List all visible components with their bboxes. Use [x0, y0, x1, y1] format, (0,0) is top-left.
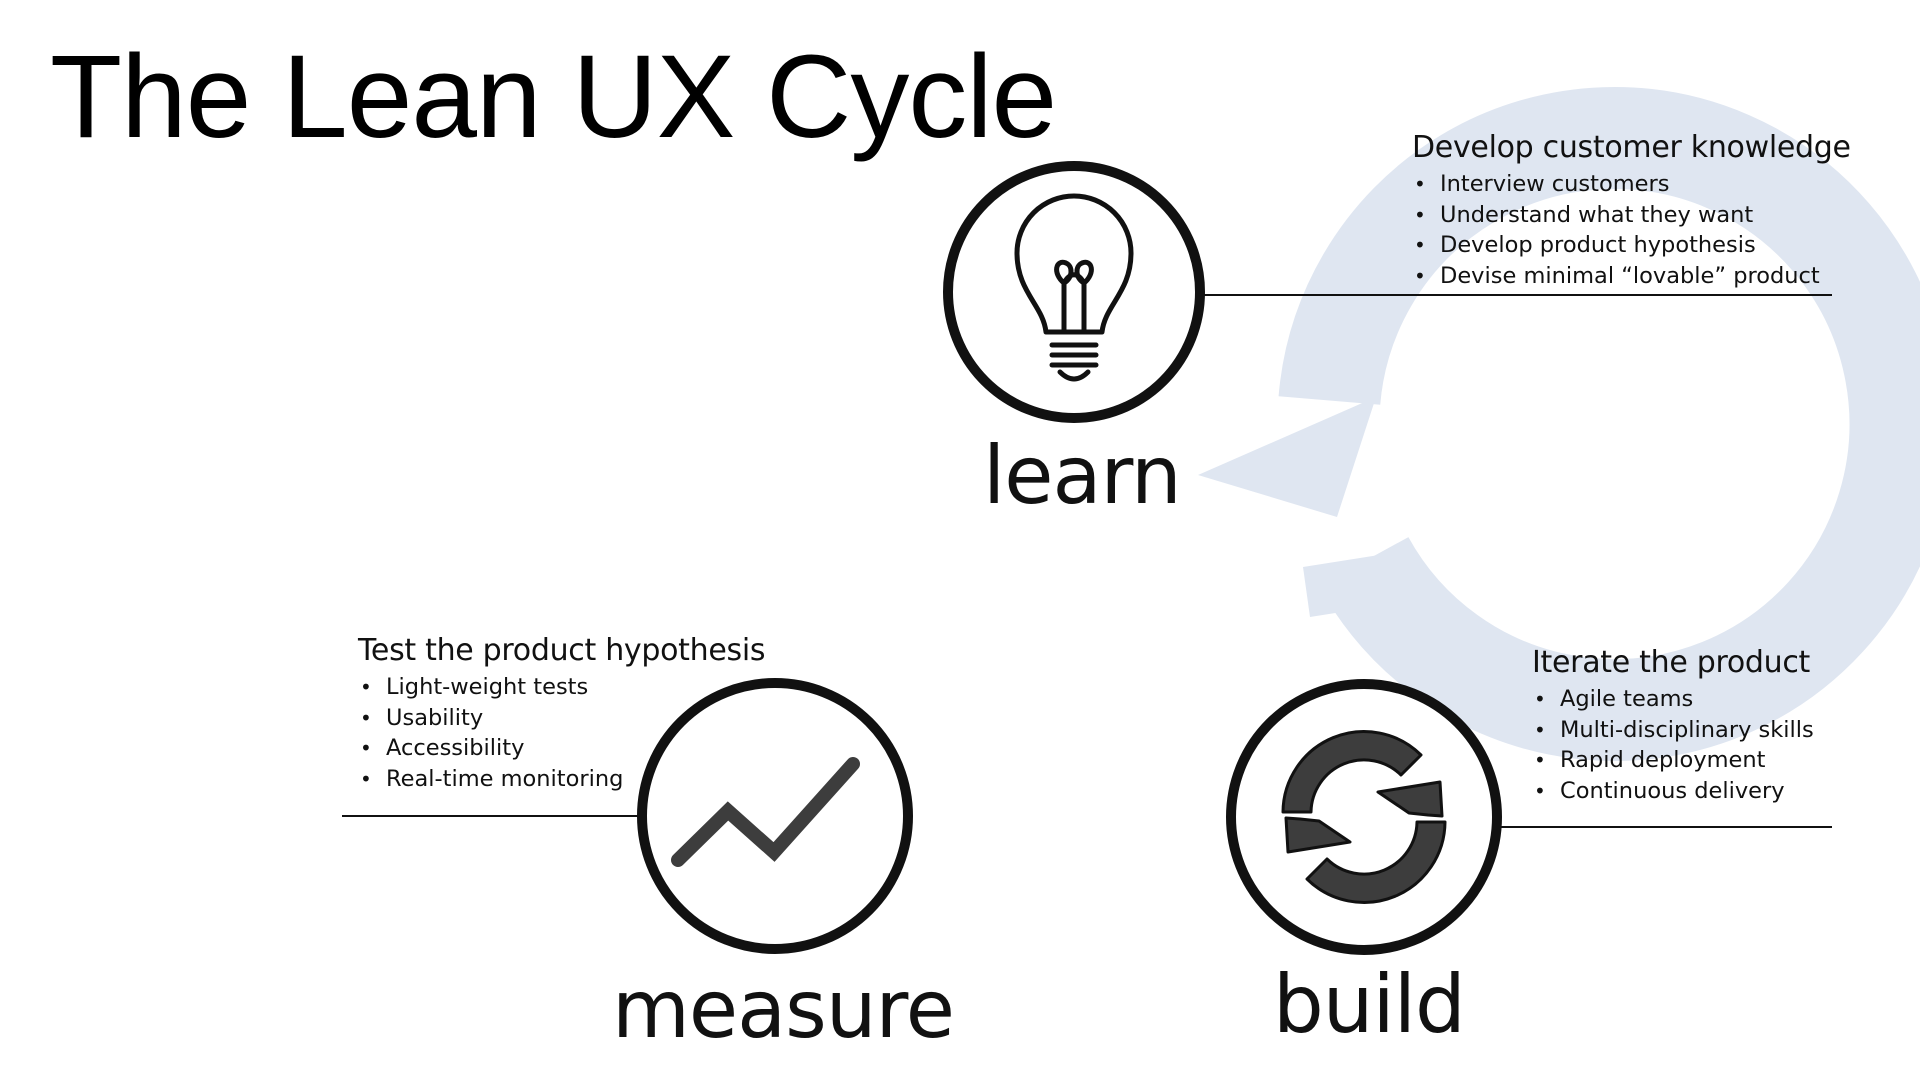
list-item: Continuous delivery — [1532, 776, 1814, 807]
list-item: Usability — [358, 703, 765, 734]
build-node — [1226, 679, 1502, 955]
learn-circle — [943, 161, 1205, 423]
list-item: Real-time monitoring — [358, 764, 765, 795]
refresh-cycle-icon — [1281, 730, 1447, 904]
list-item: Agile teams — [1532, 684, 1814, 715]
list-item: Accessibility — [358, 733, 765, 764]
build-label: build — [1273, 958, 1466, 1051]
cycle-arrow-head — [1198, 397, 1376, 517]
list-item: Rapid deployment — [1532, 745, 1814, 776]
learn-heading: Develop customer knowledge — [1412, 130, 1851, 165]
list-item: Light-weight tests — [358, 672, 765, 703]
list-item: Develop product hypothesis — [1412, 230, 1851, 261]
trend-line-icon — [671, 757, 860, 867]
lightbulb-icon — [1014, 193, 1134, 382]
list-item: Multi-disciplinary skills — [1532, 715, 1814, 746]
learn-node — [943, 161, 1205, 423]
measure-heading: Test the product hypothesis — [358, 633, 766, 668]
page-title: The Lean UX Cycle — [50, 31, 1057, 163]
measure-description: Test the product hypothesis Light-weight… — [358, 633, 766, 794]
learn-label: learn — [983, 429, 1182, 522]
list-item: Interview customers — [1412, 169, 1851, 200]
measure-label: measure — [612, 963, 955, 1056]
list-item: Understand what they want — [1412, 200, 1851, 231]
learn-description: Develop customer knowledge Interview cus… — [1412, 130, 1851, 291]
build-description: Iterate the product Agile teams Multi-di… — [1532, 645, 1814, 806]
cycle-arrow-tail-cut — [1303, 552, 1405, 617]
learn-list: Interview customers Understand what they… — [1412, 169, 1851, 291]
measure-list: Light-weight tests Usability Accessibili… — [358, 672, 765, 794]
build-list: Agile teams Multi-disciplinary skills Ra… — [1532, 684, 1814, 806]
build-heading: Iterate the product — [1532, 645, 1810, 680]
list-item: Devise minimal “lovable” product — [1412, 261, 1851, 292]
build-circle — [1226, 679, 1502, 955]
